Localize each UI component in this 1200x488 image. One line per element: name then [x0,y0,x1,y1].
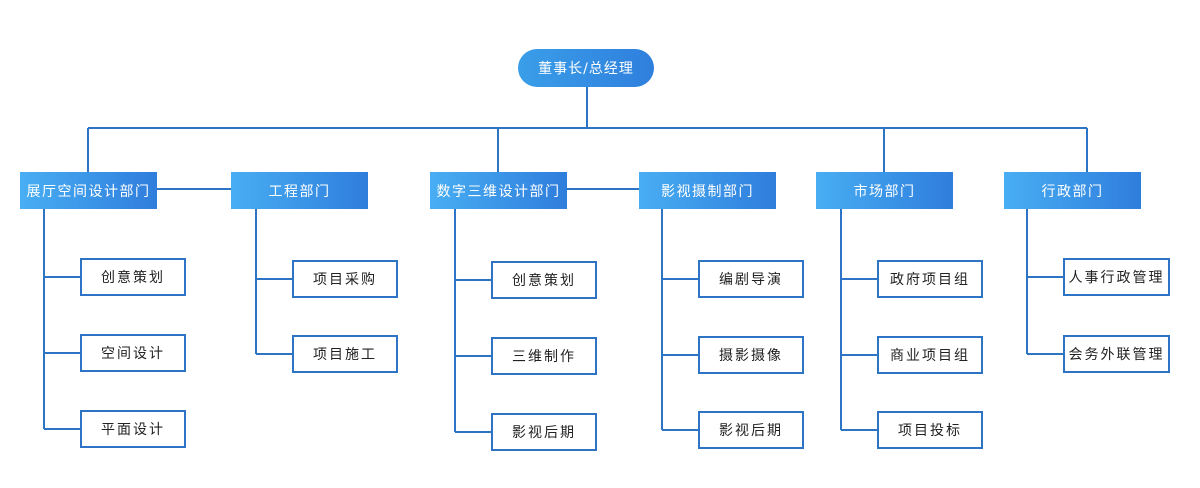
sub-node-creative-planning-3d: 创意策划 [491,261,597,299]
dept-digital-3d-design: 数字三维设计部门 [430,172,567,209]
sub-node-government-projects: 政府项目组 [877,260,983,298]
sub-node-3d-production: 三维制作 [491,337,597,375]
sub-node-screenwriting-directing: 编剧导演 [698,260,804,298]
dept-engineering: 工程部门 [231,172,368,209]
sub-node-construction: 项目施工 [292,335,398,373]
sub-node-space-design: 空间设计 [80,334,186,372]
dept-exhibition-space-design: 展厅空间设计部门 [20,172,157,209]
sub-node-procurement: 项目采购 [292,260,398,298]
sub-node-creative-planning: 创意策划 [80,258,186,296]
sub-node-post-production-film: 影视后期 [698,411,804,449]
dept-film-production: 影视摄制部门 [639,172,776,209]
sub-node-bidding: 项目投标 [877,411,983,449]
sub-node-events-liaison: 会务外联管理 [1063,335,1170,373]
sub-node-hr-administration: 人事行政管理 [1063,258,1170,296]
sub-node-commercial-projects: 商业项目组 [877,336,983,374]
sub-node-graphic-design: 平面设计 [80,410,186,448]
dept-administration: 行政部门 [1004,172,1141,209]
sub-node-photography: 摄影摄像 [698,336,804,374]
sub-node-post-production-3d: 影视后期 [491,413,597,451]
root-node-ceo: 董事长/总经理 [518,49,654,87]
dept-marketing: 市场部门 [816,172,953,209]
